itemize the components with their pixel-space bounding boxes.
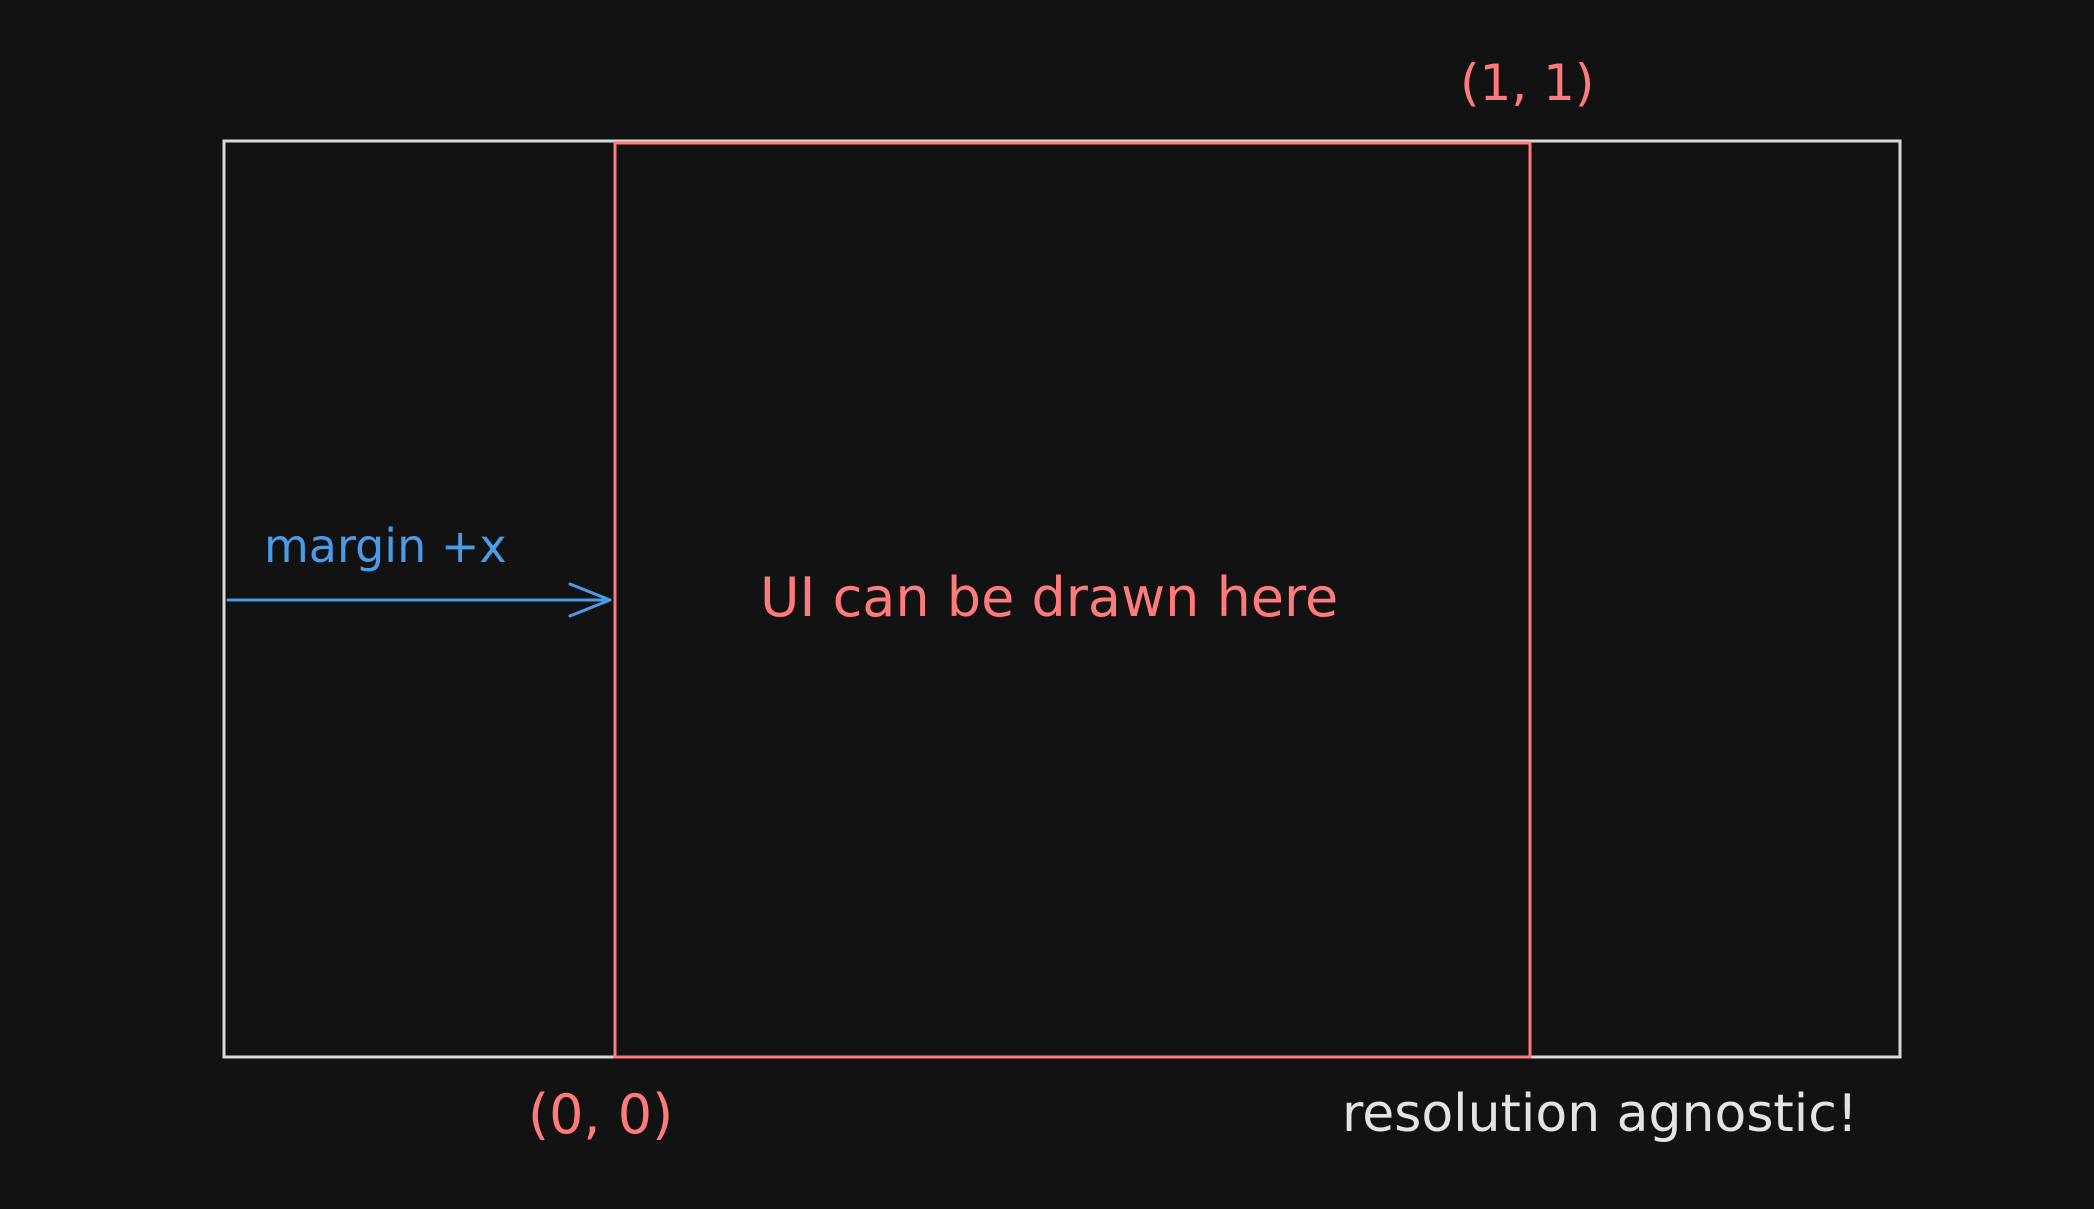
margin-arrow-icon: [226, 582, 612, 618]
resolution-agnostic-note: resolution agnostic!: [1342, 1084, 1858, 1144]
top-right-coordinate-label: (1, 1): [1460, 54, 1594, 112]
margin-label: margin +x: [264, 519, 507, 573]
ui-region-label: UI can be drawn here: [760, 566, 1338, 629]
bottom-left-coordinate-label: (0, 0): [528, 1083, 673, 1146]
ui-region-frame: [613, 141, 1532, 1059]
